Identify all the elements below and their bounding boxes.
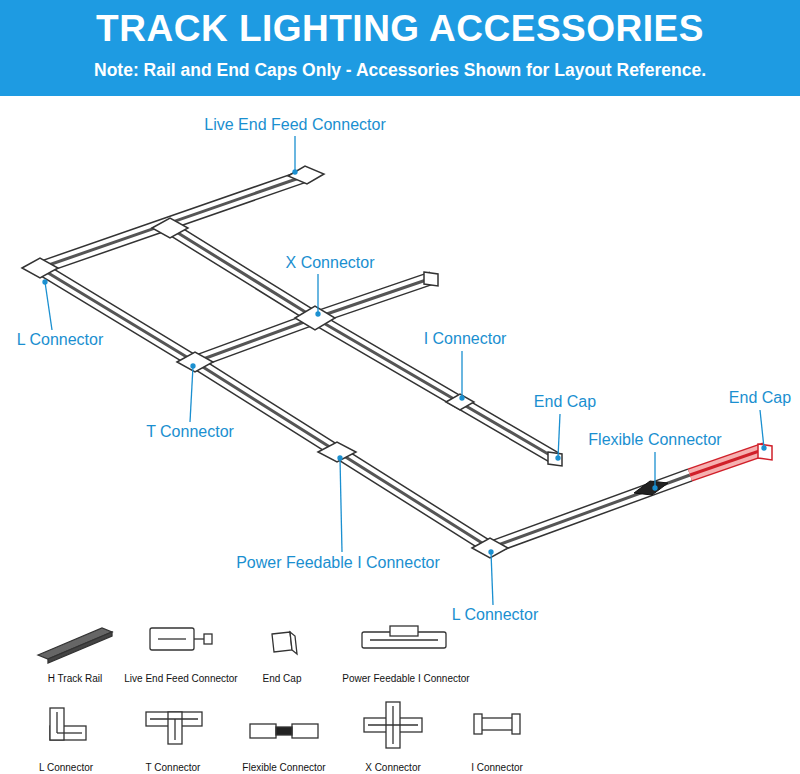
leader-lines (191, 364, 195, 368)
part-name: H Track Rail (48, 673, 102, 685)
legend-icons (50, 708, 64, 740)
leader-lines (653, 486, 657, 490)
callout-label: L Connector (452, 606, 539, 624)
leader-lines (491, 552, 493, 605)
leader-lines (43, 280, 47, 284)
connector-boxes (22, 258, 58, 278)
leader-lines (762, 446, 766, 450)
connector-boxes (446, 394, 474, 410)
leader-lines (760, 410, 764, 448)
red-end-cap (758, 444, 772, 460)
callout-label: X Connector (286, 254, 375, 272)
legend-icons (370, 639, 438, 640)
connector-boxes (288, 166, 324, 184)
legend-icons (250, 724, 276, 738)
legend-icons (204, 634, 212, 644)
track-rail (40, 176, 690, 548)
legend-icons (168, 712, 182, 744)
leader-lines (338, 456, 342, 460)
connector-boxes (472, 538, 508, 558)
leader-lines (293, 170, 297, 174)
legend-icons (272, 632, 292, 652)
connector-boxes (548, 452, 562, 466)
leader-lines (461, 351, 462, 398)
connector-boxes (152, 218, 188, 238)
callout-label: L Connector (17, 331, 104, 349)
note-text: Note: Rail and End Caps Only - Accessori… (94, 60, 706, 80)
legend-icons (290, 632, 297, 654)
red-track-rail (690, 449, 765, 475)
legend-icons (512, 714, 520, 734)
legend-icons (390, 626, 418, 636)
leader-lines (190, 366, 193, 422)
flexible-joint (634, 481, 668, 495)
part-name: X Connector (365, 762, 421, 774)
part-name: Live End Feed Connector (124, 673, 237, 685)
track-rail (40, 176, 690, 548)
red-end-cap (758, 444, 772, 460)
legend-icons (57, 732, 82, 733)
callout-label: I Connector (424, 330, 507, 348)
callout-label: Power Feedable I Connector (236, 554, 440, 572)
legend-icons (292, 724, 318, 738)
leader-lines (316, 312, 320, 316)
legend-icons (392, 706, 393, 744)
callout-label: End Cap (534, 393, 596, 411)
red-track-rail (690, 449, 765, 475)
leader-lines (460, 396, 464, 400)
connector-boxes (424, 272, 438, 286)
callout-label: Flexible Connector (588, 431, 721, 449)
flexible-joint (634, 481, 668, 495)
leader-lines (45, 282, 52, 330)
legend-icons (478, 718, 516, 730)
connector-boxes (318, 442, 356, 462)
part-name: I Connector (471, 762, 523, 774)
connector-boxes (295, 306, 335, 330)
leader-lines (556, 456, 560, 460)
callout-label: Live End Feed Connector (204, 116, 385, 134)
callout-label: End Cap (729, 389, 791, 407)
connector-boxes (177, 352, 213, 372)
legend-icons (276, 727, 292, 735)
red-track-rail (690, 449, 765, 475)
red-track-rail (690, 449, 765, 475)
legend-icons (158, 638, 186, 639)
connector-boxes (22, 166, 562, 558)
legend-icons (56, 712, 57, 733)
leader-lines (654, 452, 655, 488)
legend-icons (38, 628, 112, 659)
legend-icons (150, 628, 194, 650)
legend-icons (474, 714, 482, 734)
part-name: Flexible Connector (242, 762, 325, 774)
callout-label: T Connector (146, 423, 234, 441)
part-name: Power Feedable I Connector (342, 673, 469, 685)
legend-icons (174, 719, 175, 740)
legend-icons (150, 718, 198, 719)
leader-lines (558, 414, 560, 458)
leader-lines (43, 136, 766, 605)
title: TRACK LIGHTING ACCESSORIES (96, 8, 704, 51)
leader-lines (317, 274, 318, 314)
track-rail (40, 176, 690, 548)
legend-icons (48, 632, 112, 663)
leader-lines (340, 458, 342, 552)
leader-lines (294, 136, 295, 172)
part-name: End Cap (263, 673, 302, 685)
part-name: T Connector (146, 762, 201, 774)
leader-lines (489, 550, 493, 554)
legend-icons (38, 626, 520, 748)
header-band (0, 0, 800, 96)
track-rail (40, 176, 690, 548)
part-name: L Connector (39, 762, 93, 774)
